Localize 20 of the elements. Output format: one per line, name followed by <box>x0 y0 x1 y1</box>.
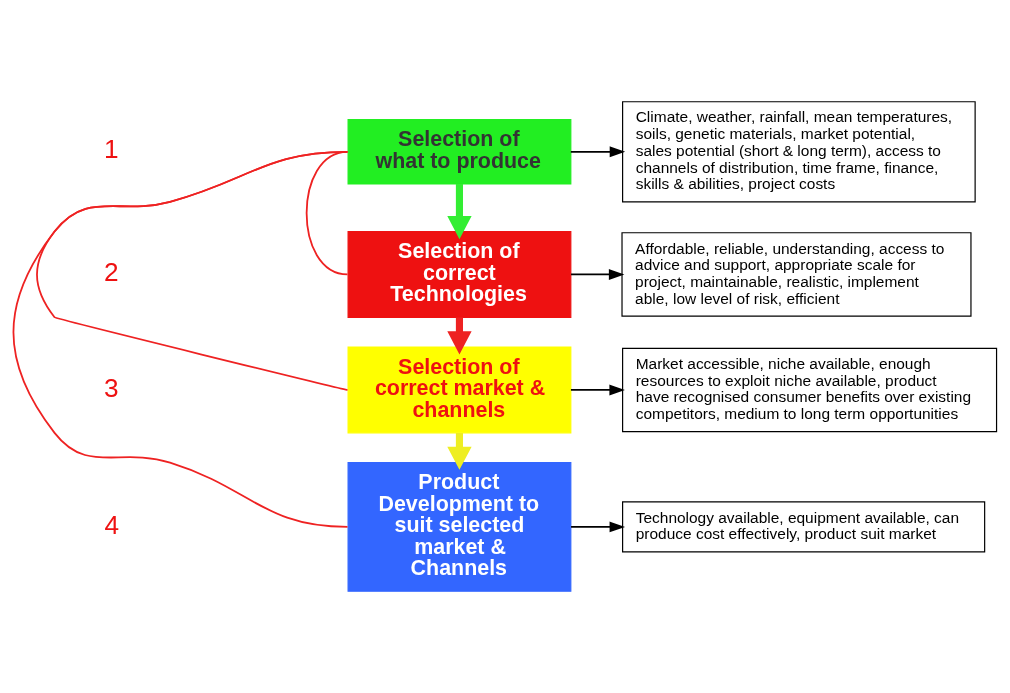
arrow <box>569 146 626 158</box>
arrow <box>570 384 625 396</box>
connector <box>12 150 349 528</box>
node-box: Technology available, equipment available, can produce cost effectively, product suit market <box>622 501 986 553</box>
node-box: Selection of what to produce <box>347 119 572 185</box>
label: 1 <box>103 134 119 165</box>
label: 2 <box>103 257 119 288</box>
arrow <box>570 521 626 533</box>
connector <box>36 150 349 391</box>
arrow <box>447 183 472 240</box>
node-box: Affordable, reliable, understanding, access to advice and support, appropriate scale for project, maintainable, realistic, implement able, low level of risk, efficient <box>621 232 972 317</box>
node-box: Selection of correct market & channels <box>347 346 572 434</box>
connector <box>305 150 349 276</box>
arrow <box>570 269 625 280</box>
label: 4 <box>104 509 119 540</box>
node-box: Climate, weather, rainfall, mean temperatures, soils, genetic materials, market potential, sales potential (short & long term), access to channels of distribution, time frame, finance, skills & abilities, project costs <box>622 101 976 203</box>
node-box: Selection of correct Technologies <box>347 231 572 318</box>
label: 3 <box>103 372 119 403</box>
node-box: Product Development to suit selected market & Channels <box>347 462 572 592</box>
node-box: Market accessible, niche available, enough resources to exploit niche available, product have recognised consumer benefits over existing competitors, medium to long term opportunities <box>622 347 998 433</box>
